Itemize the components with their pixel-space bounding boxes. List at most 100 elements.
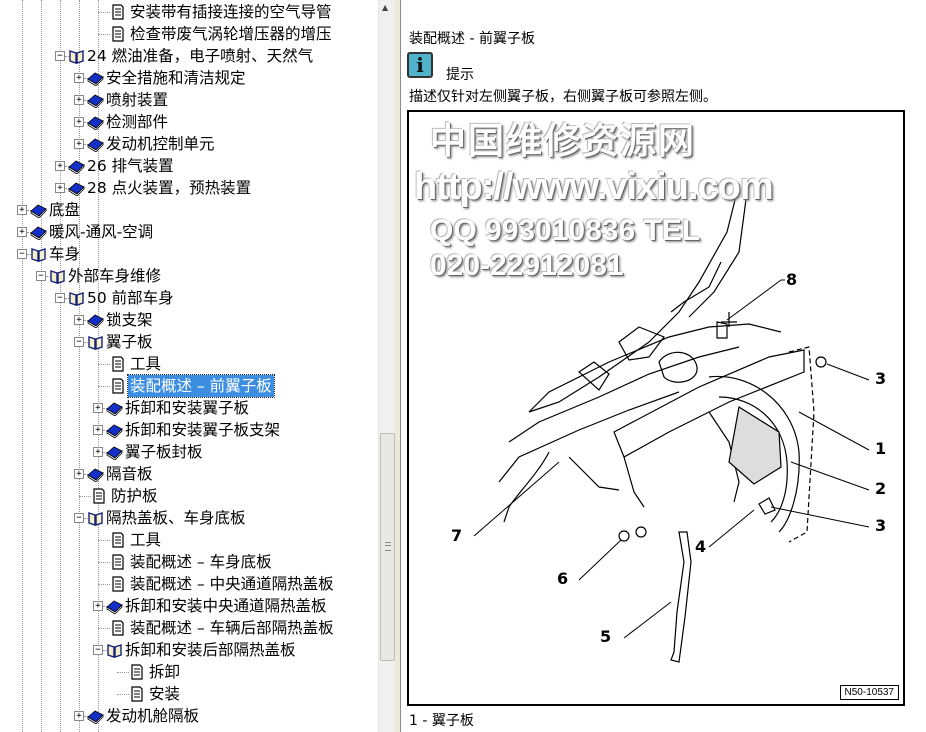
expand-icon[interactable]: +	[93, 601, 103, 611]
expand-icon[interactable]: +	[55, 183, 65, 193]
book-icon	[87, 70, 104, 87]
expand-icon[interactable]: +	[17, 227, 27, 237]
expand-icon[interactable]: +	[74, 139, 84, 149]
tree-item[interactable]: 装配概述 – 车辆后部隔热盖板	[0, 617, 378, 639]
tree-connector	[98, 628, 110, 629]
pane-splitter[interactable]	[395, 0, 401, 732]
collapse-icon[interactable]: −	[36, 271, 46, 281]
tree-item[interactable]: − 50 前部车身	[0, 287, 378, 309]
tree-item[interactable]: −拆卸和安装后部隔热盖板	[0, 639, 378, 661]
tree-item[interactable]: 安装带有插接连接的空气导管	[0, 1, 378, 23]
open-book-icon	[68, 48, 85, 64]
tree-connector	[103, 430, 107, 431]
document-icon	[111, 576, 128, 592]
scroll-up-arrow-icon[interactable]: ▲	[382, 3, 389, 12]
tree-item[interactable]: + 拆卸和安装翼子板支架	[0, 419, 378, 441]
tree-connector	[84, 100, 88, 101]
expand-icon[interactable]: +	[74, 73, 84, 83]
tree-item-label: 拆卸	[149, 663, 181, 681]
collapse-icon[interactable]: −	[74, 337, 84, 347]
figure-id-label: N50-10537	[839, 685, 899, 700]
tree-item[interactable]: −隔热盖板、车身底板	[0, 507, 378, 529]
tree-item[interactable]: 防护板	[0, 485, 378, 507]
collapse-icon[interactable]: −	[55, 293, 65, 303]
expand-icon[interactable]: +	[74, 711, 84, 721]
tree-item[interactable]: +拆卸和安装中央通道隔热盖板	[0, 595, 378, 617]
collapse-icon[interactable]: −	[17, 249, 27, 259]
grip-icon	[385, 542, 391, 551]
collapse-icon[interactable]: −	[74, 513, 84, 523]
expand-icon[interactable]: +	[55, 161, 65, 171]
tree-item[interactable]: 检查带废气涡轮增压器的增压	[0, 23, 378, 45]
tree-item[interactable]: +底盘	[0, 199, 378, 221]
document-icon	[111, 532, 128, 548]
collapse-icon[interactable]: −	[55, 51, 65, 61]
book-icon	[106, 400, 123, 417]
tree-item[interactable]: − 外部车身维修	[0, 265, 378, 287]
tree-item[interactable]: +26 排气装置	[0, 155, 378, 177]
expand-icon[interactable]: +	[93, 403, 103, 413]
collapse-icon[interactable]: −	[93, 645, 103, 655]
tree-item[interactable]: +隔音板	[0, 463, 378, 485]
tree-item[interactable]: +发动机控制单元	[0, 133, 378, 155]
tree-item[interactable]: +28 点火装置，预热装置	[0, 177, 378, 199]
tree-item[interactable]: + 锁支架	[0, 309, 378, 331]
open-book-icon	[49, 268, 66, 284]
tree-item[interactable]: + 喷射装置	[0, 89, 378, 111]
tree-connector	[103, 650, 107, 651]
tree-item-label: 翼子板	[106, 333, 153, 351]
tree-connector	[27, 232, 31, 233]
tree-item[interactable]: +安全措施和清洁规定	[0, 67, 378, 89]
tree-item[interactable]: 安装	[0, 683, 378, 705]
tree-connector	[65, 188, 69, 189]
tree-item[interactable]: − 翼子板	[0, 331, 378, 353]
tree-scrollbar[interactable]: ▲	[378, 0, 395, 732]
tree-item[interactable]: +翼子板封板	[0, 441, 378, 463]
expand-icon[interactable]: +	[93, 447, 103, 457]
expand-icon[interactable]: +	[17, 205, 27, 215]
tree-item[interactable]: 装配概述 – 中央通道隔热盖板	[0, 573, 378, 595]
tree-connector	[117, 694, 129, 695]
scrollbar-thumb[interactable]	[380, 433, 395, 661]
tree-item-label: 外部车身维修	[68, 267, 162, 285]
tree-connector	[98, 584, 110, 585]
tree-item-label: 锁支架	[106, 311, 153, 329]
tree-item[interactable]: 工具	[0, 353, 378, 375]
book-icon	[106, 598, 123, 615]
tree-item-label: 装配概述 – 车辆后部隔热盖板	[130, 619, 334, 637]
navigation-tree[interactable]: 安装带有插接连接的空气导管检查带废气涡轮增压器的增压 − 24 燃油准备，电子喷射、…	[0, 0, 378, 732]
tree-item[interactable]: + 发动机舱隔板	[0, 705, 378, 727]
expand-icon[interactable]: +	[74, 95, 84, 105]
expand-icon[interactable]: +	[74, 117, 84, 127]
tree-item[interactable]: 拆卸	[0, 661, 378, 683]
book-icon	[68, 158, 85, 175]
document-icon	[111, 4, 128, 20]
tree-connector	[98, 386, 110, 387]
tree-item-label: 喷射装置	[106, 91, 169, 109]
tree-connector	[65, 56, 69, 57]
book-icon	[87, 312, 104, 329]
tree-item[interactable]: −车身	[0, 243, 378, 265]
tree-item[interactable]: +检测部件	[0, 111, 378, 133]
tree-item-label: 50 前部车身	[87, 289, 174, 307]
tree-item[interactable]: 工具	[0, 529, 378, 551]
callout-4: 4	[695, 537, 707, 556]
document-icon	[92, 488, 109, 504]
expand-icon[interactable]: +	[74, 469, 84, 479]
tree-item[interactable]: − 24 燃油准备，电子喷射、天然气	[0, 45, 378, 67]
tree-item-label: 安装带有插接连接的空气导管	[130, 3, 332, 21]
tree-item[interactable]: +暖风-通风-空调	[0, 221, 378, 243]
tree-item[interactable]: 装配概述 – 车身底板	[0, 551, 378, 573]
tree-item-selected[interactable]: 装配概述 – 前翼子板	[0, 374, 378, 398]
expand-icon[interactable]: +	[93, 425, 103, 435]
tree-item-label: 拆卸和安装翼子板支架	[125, 421, 281, 439]
callout-5: 5	[600, 627, 612, 646]
tree-item-label: 发动机舱隔板	[106, 707, 200, 725]
open-book-icon	[68, 290, 85, 306]
tree-item-label: 28 点火装置，预热装置	[87, 179, 252, 197]
tree-guide-line	[41, 0, 42, 732]
tree-item[interactable]: +拆卸和安装翼子板	[0, 397, 378, 419]
tree-item-label: 工具	[130, 355, 162, 373]
tree-item-label: 24 燃油准备，电子喷射、天然气	[87, 47, 314, 65]
expand-icon[interactable]: +	[74, 315, 84, 325]
